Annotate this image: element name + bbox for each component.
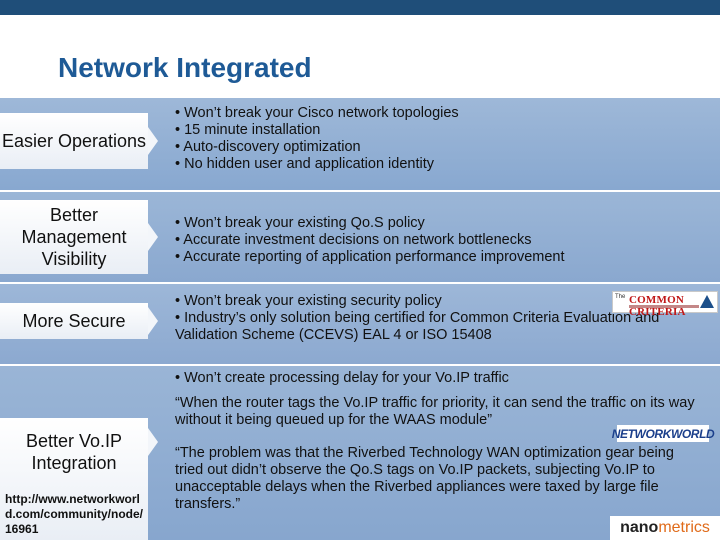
bullet-item: • No hidden user and application identit… — [175, 156, 434, 172]
source-link[interactable]: http://www.networkworld.com/community/no… — [5, 492, 144, 536]
label-text: Better Vo.IP Integration — [25, 431, 123, 473]
arrow-right-icon — [148, 127, 158, 155]
bullet-item: • 15 minute installation — [175, 122, 321, 138]
label-text: Better Management Visibility — [21, 205, 127, 269]
label-voip-integration: Better Vo.IP Integration http://www.netw… — [0, 418, 148, 540]
logo-underline — [629, 305, 699, 308]
triangle-icon — [700, 295, 714, 308]
common-criteria-logo: The COMMON CRITERIA — [612, 291, 718, 318]
label-text: More Secure — [22, 311, 126, 331]
label-more-secure: More Secure — [0, 303, 148, 339]
top-bar — [0, 0, 720, 15]
bullet-item: • Industry’s only solution being certifi… — [175, 310, 660, 343]
label-management-visibility: Better Management Visibility — [0, 200, 148, 274]
bullet-item: • Accurate reporting of application perf… — [175, 249, 565, 265]
logo-text: metrics — [658, 519, 710, 536]
label-text: Easier Operations — [1, 131, 147, 151]
logo-text: The — [615, 294, 626, 300]
bullet-item: • Won’t break your existing security pol… — [175, 293, 442, 309]
page-title: Network Integrated — [58, 52, 312, 83]
network-world-logo: NETWORKWORLD — [612, 425, 715, 442]
bullets-more-secure: • Won’t break your existing security pol… — [175, 293, 710, 344]
arrow-right-icon — [148, 307, 158, 335]
bullets-management-visibility: • Won’t break your existing Qo.S policy … — [175, 215, 710, 266]
bullets-easier-operations: • Won’t break your Cisco network topolog… — [175, 105, 710, 173]
bullet-item: • Auto-discovery optimization — [175, 139, 361, 155]
arrow-right-icon — [148, 428, 158, 456]
bullet-item: • Accurate investment decisions on netwo… — [175, 232, 532, 248]
label-easier-operations: Easier Operations — [0, 113, 148, 169]
bullets-voip-integration: • Won’t create processing delay for your… — [175, 370, 710, 513]
bullet-item: • Won’t break your existing Qo.S policy — [175, 215, 425, 231]
bullet-item: • Won’t break your Cisco network topolog… — [175, 105, 459, 121]
bullet-item: • Won’t create processing delay for your… — [175, 370, 509, 386]
arrow-right-icon — [148, 223, 158, 251]
logo-text: COMMON CRITERIA — [629, 294, 686, 318]
quote-text: “The problem was that the Riverbed Techn… — [175, 445, 674, 512]
logo-text: NETWORKWORLD — [611, 426, 715, 441]
logo-text: nano — [620, 519, 659, 536]
quote-text: “When the router tags the Vo.IP traffic … — [175, 395, 695, 428]
